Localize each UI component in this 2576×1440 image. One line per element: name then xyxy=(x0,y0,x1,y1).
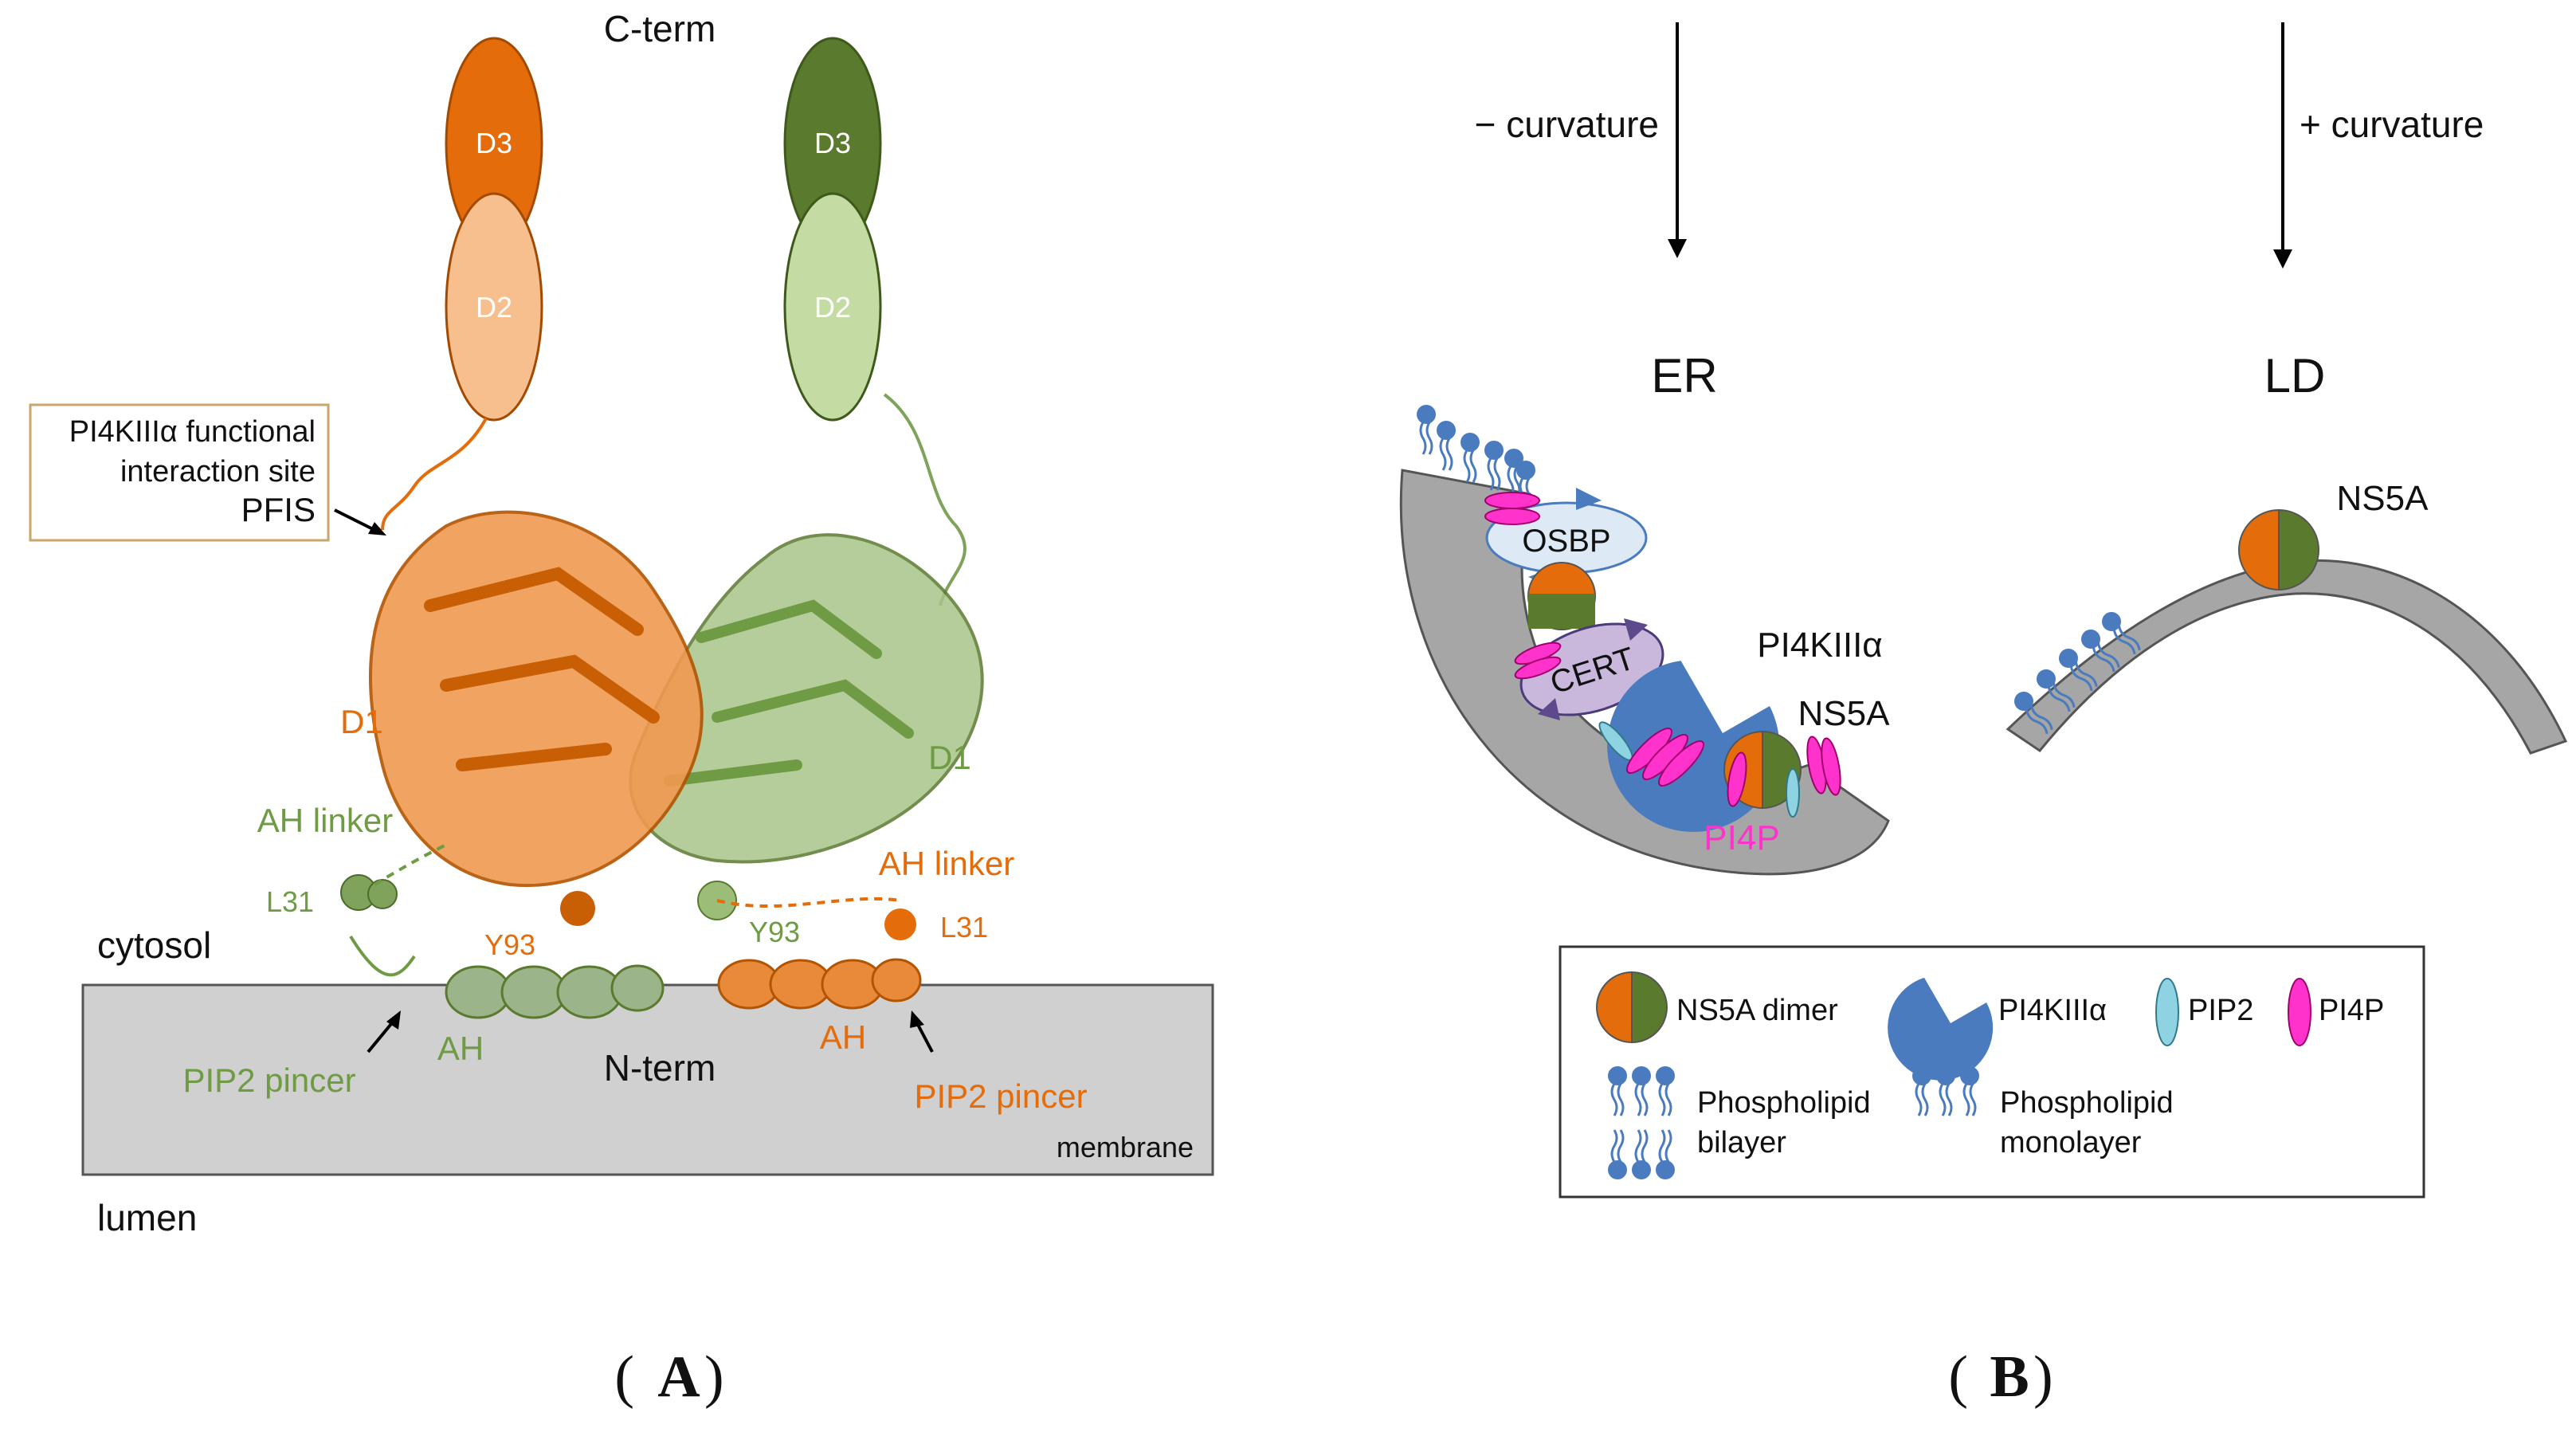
d2-right-label: D2 xyxy=(814,291,851,324)
linker-left xyxy=(381,418,488,531)
pi4p-pi4k xyxy=(1626,728,1704,787)
pfis-arrow xyxy=(334,508,386,536)
pi4p-osbp xyxy=(1484,492,1540,525)
legend-pi4k-swatch xyxy=(1888,977,1994,1081)
ah-linker-left-path xyxy=(373,843,447,886)
pip2-pincer-right-arrow xyxy=(910,1010,934,1053)
legend-frame xyxy=(1559,945,2425,1199)
ah-helix-left xyxy=(349,935,665,1019)
d2-domain-right xyxy=(783,192,882,422)
legend-ns5a-dimer-swatch xyxy=(1596,971,1668,1044)
d3-left-label: D3 xyxy=(476,127,512,159)
panel-a-label-close: ) xyxy=(704,1344,724,1410)
pfis-box xyxy=(29,403,330,542)
er-label: ER xyxy=(1651,349,1717,402)
ns5a-er-small xyxy=(1527,562,1597,630)
membrane-label: membrane xyxy=(1057,1131,1194,1163)
pip2-pincer-right-label: PIP2 pincer xyxy=(914,1077,1087,1115)
panel-b-label-open: ( xyxy=(1948,1344,1968,1410)
ah-left-label: AH xyxy=(437,1030,484,1067)
d1-domain-right xyxy=(629,533,984,864)
ah-linker-left-label: AH linker xyxy=(257,802,393,839)
pfis-line1: PI4KIIIα functional xyxy=(69,415,316,449)
pfis-line2: interaction site xyxy=(120,455,316,489)
ns5a-er-label: NS5A xyxy=(1798,694,1891,733)
ns5a-ld xyxy=(2238,508,2319,591)
d1-left-label: D1 xyxy=(340,703,383,740)
d2-left-label: D2 xyxy=(476,291,512,324)
panel-b: − curvature + curvature ER LD OSBP xyxy=(1399,22,2568,1410)
legend-pi4p-swatch xyxy=(2288,978,2311,1046)
d1-right-label: D1 xyxy=(928,739,971,776)
panel-b-label-close: ) xyxy=(2033,1344,2053,1410)
pi4k-label: PI4KIIIα xyxy=(1757,626,1883,665)
l31-sphere-right xyxy=(884,908,916,940)
er-membrane xyxy=(1399,469,1890,876)
ld-membrane xyxy=(2006,559,2568,755)
pip2-pincer-left-arrow xyxy=(367,1010,401,1054)
ld-label: LD xyxy=(2264,349,2326,402)
legend-pip2-swatch xyxy=(2155,978,2179,1046)
legend-bilayer-2: bilayer xyxy=(1697,1126,1786,1159)
y93-right-label: Y93 xyxy=(749,916,800,948)
neg-curvature-arrow xyxy=(1668,22,1687,258)
legend-monolayer-2: monolayer xyxy=(2000,1126,2142,1159)
ah-helix-right xyxy=(717,958,922,1010)
pfis-line3: PFIS xyxy=(241,491,316,528)
y93-left-label: Y93 xyxy=(484,928,535,961)
membrane-slab xyxy=(81,983,1214,1176)
n-term-label: N-term xyxy=(604,1047,716,1089)
l31-left-label: L31 xyxy=(266,885,314,918)
osbp-label: OSBP xyxy=(1522,524,1610,559)
panel-b-label: B xyxy=(1990,1344,2029,1410)
l31-right-label: L31 xyxy=(940,911,988,944)
legend: NS5A dimer PI4KIIIα PIP2 PI4P Phospholip… xyxy=(1559,945,2425,1199)
legend-ns5a-dimer: NS5A dimer xyxy=(1676,994,1838,1027)
pos-curvature-label: + curvature xyxy=(2300,104,2484,145)
panel-a-label-open: ( xyxy=(614,1344,634,1410)
d1-domain-left xyxy=(368,510,704,888)
cytosol-label: cytosol xyxy=(97,924,211,966)
panel-a-label: A xyxy=(657,1344,700,1410)
legend-pi4p: PI4P xyxy=(2319,994,2384,1027)
legend-bilayer-1: Phospholipid xyxy=(1697,1086,1871,1120)
legend-pi4k: PI4KIIIα xyxy=(1998,994,2107,1027)
lumen-label: lumen xyxy=(97,1197,197,1238)
pip2-pincer-left-label: PIP2 pincer xyxy=(182,1061,355,1099)
legend-monolayer-1: Phospholipid xyxy=(2000,1086,2174,1120)
y93-sphere-left xyxy=(560,891,595,926)
linker-right xyxy=(883,393,966,606)
d3-right-label: D3 xyxy=(814,127,851,159)
pi4p-er-label: PI4P xyxy=(1704,818,1779,857)
ah-linker-right-path xyxy=(716,897,901,908)
ah-linker-right-label: AH linker xyxy=(879,845,1014,882)
ns5a-ld-label: NS5A xyxy=(2337,479,2429,518)
neg-curvature-label: − curvature xyxy=(1475,104,1659,145)
ah-right-label: AH xyxy=(820,1018,866,1056)
legend-pip2: PIP2 xyxy=(2188,994,2253,1027)
pi4p-ns5a xyxy=(1727,736,1841,818)
panel-a: C-term D3 D2 D3 D2 PI4KIIIα functional i… xyxy=(29,8,1214,1410)
pi4p-cert xyxy=(1514,642,1562,680)
c-term-label: C-term xyxy=(604,8,716,49)
d2-domain-left xyxy=(445,192,543,422)
pos-curvature-arrow xyxy=(2273,22,2292,269)
